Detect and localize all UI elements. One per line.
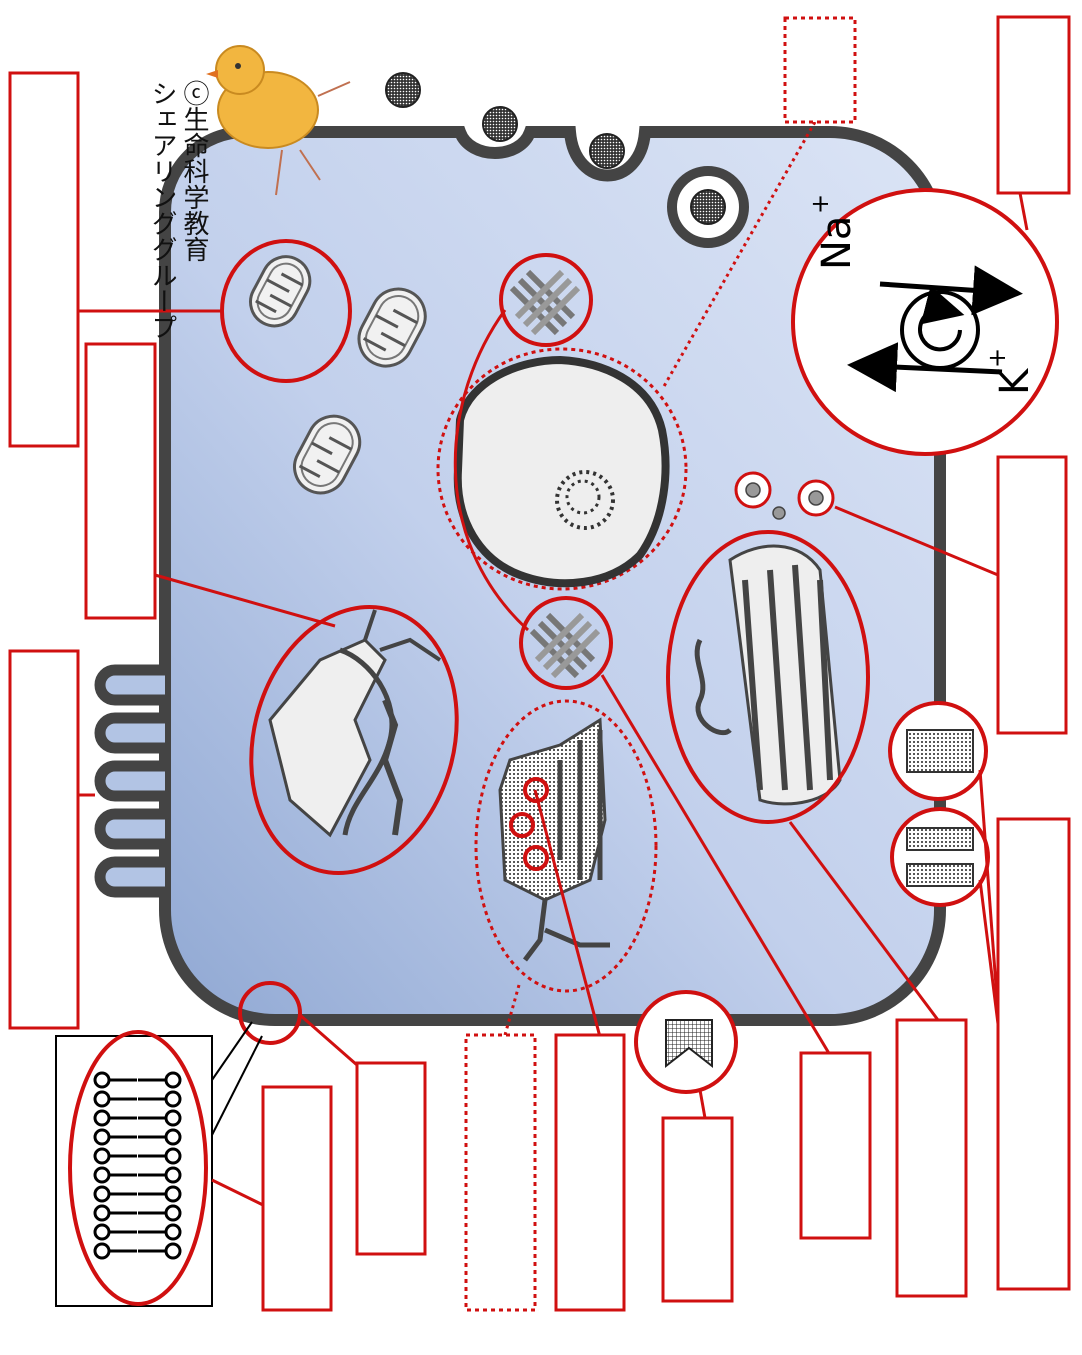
centriole bbox=[519, 596, 613, 690]
bilayer-highlight bbox=[68, 1030, 208, 1306]
na-ion-charge: + bbox=[806, 194, 834, 214]
extracellular-particle bbox=[385, 72, 421, 108]
pump-rotation-icon bbox=[918, 285, 965, 352]
lipid-head bbox=[93, 1128, 111, 1146]
lipid-bilayer bbox=[93, 1071, 182, 1260]
golgi-apparatus bbox=[694, 544, 842, 806]
label-box[interactable] bbox=[261, 1085, 333, 1312]
mitochondrion bbox=[293, 414, 362, 495]
smooth-er bbox=[268, 609, 442, 838]
copyright-credit: ⓒ生命科学教育 シェアリンググループ bbox=[147, 80, 210, 440]
dotted-label-boxes bbox=[464, 16, 857, 1312]
pump-protein bbox=[900, 290, 980, 370]
vesicle-cargo bbox=[690, 189, 726, 225]
label-box[interactable] bbox=[84, 342, 157, 620]
label-box[interactable] bbox=[355, 1061, 427, 1256]
lipid-head bbox=[164, 1242, 182, 1260]
dotted-label-box[interactable] bbox=[783, 16, 857, 124]
label-box[interactable] bbox=[661, 1116, 734, 1303]
lipid-head bbox=[93, 1071, 111, 1089]
tight-junction-block bbox=[906, 729, 974, 773]
label-box[interactable] bbox=[799, 1051, 872, 1240]
microvilli bbox=[94, 664, 171, 898]
lipid-head bbox=[164, 1147, 182, 1165]
chick-mascot bbox=[206, 45, 351, 196]
credit-line-1: ⓒ生命科学教育 bbox=[179, 80, 209, 262]
label-box[interactable] bbox=[8, 71, 80, 448]
vesicle-core bbox=[745, 482, 761, 498]
label-box[interactable] bbox=[996, 817, 1071, 1291]
na-arrow bbox=[879, 265, 1023, 316]
na-ion-label: Na bbox=[814, 216, 860, 270]
mitochondrion bbox=[357, 287, 427, 368]
label-box[interactable] bbox=[996, 455, 1068, 735]
golgi-highlight bbox=[666, 530, 870, 824]
lipid-head bbox=[93, 1166, 111, 1184]
membrane-receptor bbox=[665, 1019, 713, 1069]
k-arrow bbox=[847, 342, 1003, 393]
nucleus-region-dotted bbox=[436, 347, 688, 591]
label-box[interactable] bbox=[554, 1033, 626, 1312]
nucleus bbox=[453, 355, 670, 588]
credit-line-2: シェアリンググループ bbox=[147, 80, 177, 340]
label-box[interactable] bbox=[895, 1018, 968, 1298]
rough-er bbox=[498, 717, 610, 962]
zoom-line bbox=[211, 1035, 263, 1136]
lipid-head bbox=[164, 1166, 182, 1184]
centriole bbox=[499, 253, 593, 347]
membrane-zoom-circle bbox=[238, 981, 302, 1045]
lipid-head bbox=[93, 1109, 111, 1127]
lipid-head bbox=[93, 1204, 111, 1222]
dotted-leader-lines bbox=[503, 121, 817, 1036]
lipid-head bbox=[164, 1185, 182, 1203]
vesicle-core bbox=[808, 490, 824, 506]
lipid-head bbox=[164, 1090, 182, 1108]
lipid-head bbox=[164, 1204, 182, 1222]
lipid-head bbox=[164, 1071, 182, 1089]
lipid-head bbox=[93, 1242, 111, 1260]
k-ion-charge: + bbox=[983, 348, 1011, 368]
pocket-cargo-2 bbox=[589, 133, 625, 169]
small-vesicle bbox=[772, 506, 786, 520]
label-boxes bbox=[8, 15, 1071, 1312]
pocket-cargo-1 bbox=[482, 106, 518, 142]
dotted-label-box[interactable] bbox=[464, 1033, 537, 1312]
nucleolus-inner bbox=[565, 479, 601, 515]
lipid-head bbox=[164, 1128, 182, 1146]
gap-junction-block bbox=[906, 827, 974, 851]
mitochondrion bbox=[249, 255, 312, 328]
rough-er-region-dotted bbox=[474, 699, 658, 993]
lipid-head bbox=[93, 1147, 111, 1165]
zoom-line bbox=[211, 1021, 253, 1081]
gap-junction-block bbox=[906, 863, 974, 887]
lipid-head bbox=[164, 1223, 182, 1241]
smooth-er-highlight bbox=[249, 605, 459, 875]
k-ion-label: K bbox=[992, 367, 1038, 395]
label-box[interactable] bbox=[996, 15, 1071, 195]
label-box[interactable] bbox=[8, 649, 80, 1030]
junction-highlight bbox=[890, 807, 990, 907]
nucleolus bbox=[555, 470, 615, 530]
lipid-head bbox=[93, 1185, 111, 1203]
lipid-head bbox=[93, 1090, 111, 1108]
lipid-head bbox=[93, 1223, 111, 1241]
lipid-head bbox=[164, 1109, 182, 1127]
